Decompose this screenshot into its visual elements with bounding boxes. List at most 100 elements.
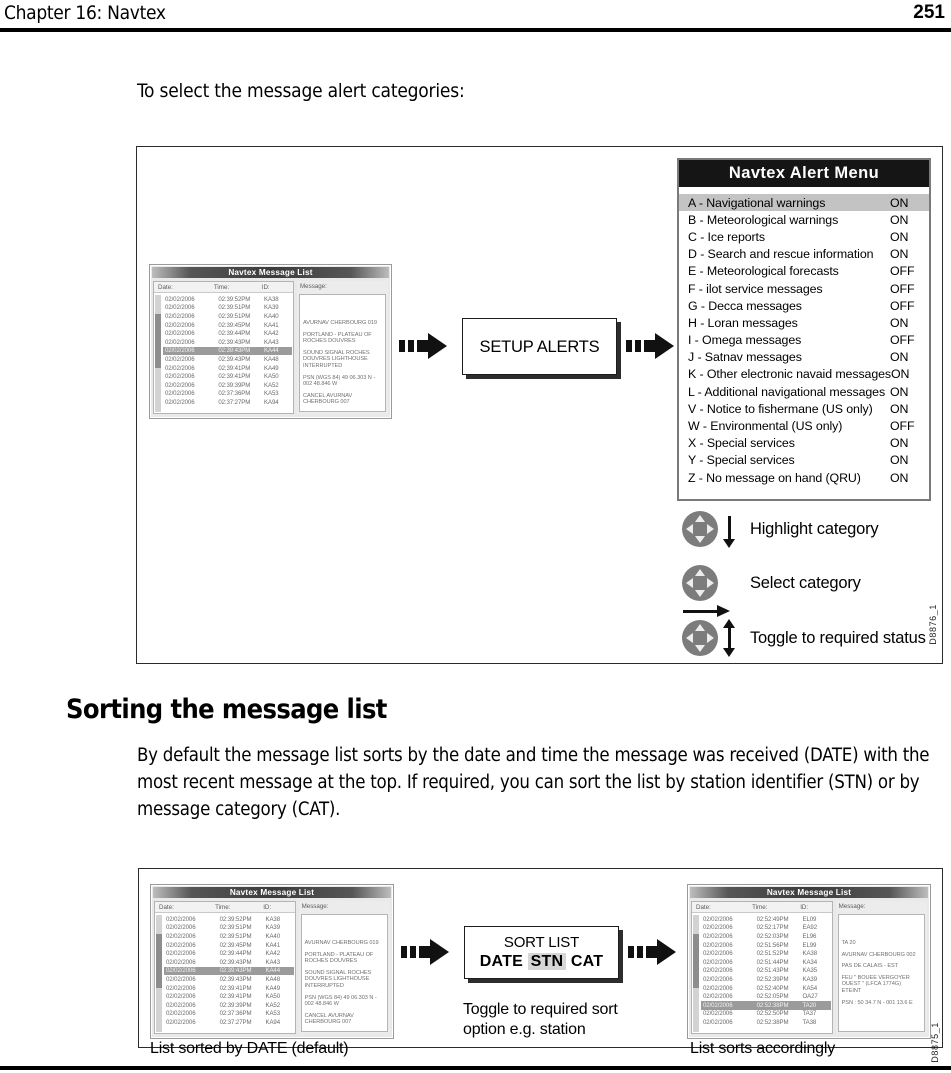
- alert-category-status[interactable]: ON: [890, 195, 909, 210]
- alert-category-status[interactable]: OFF: [890, 264, 915, 279]
- alert-category-status[interactable]: ON: [890, 247, 909, 262]
- alert-category-status[interactable]: ON: [890, 470, 909, 485]
- trackpad-icon-3[interactable]: [682, 620, 718, 656]
- scrollbar[interactable]: [155, 295, 161, 412]
- sort-list-options: DATE STN CAT: [465, 953, 618, 971]
- alert-category-status[interactable]: ON: [890, 350, 909, 365]
- alert-menu-row-16[interactable]: Z - No message on hand (QRU)ON: [679, 469, 929, 486]
- scrollbar-thumb[interactable]: [155, 313, 161, 368]
- sort-list-button[interactable]: SORT LIST DATE STN CAT: [464, 926, 619, 979]
- alert-category-status[interactable]: OFF: [890, 281, 915, 296]
- alert-category-status[interactable]: ON: [890, 315, 909, 330]
- sort-option-cat[interactable]: CAT: [570, 953, 604, 970]
- navtex-alert-menu[interactable]: Navtex Alert Menu A - Navigational warni…: [677, 158, 931, 501]
- scrollbar[interactable]: [156, 915, 162, 1032]
- alert-category-status[interactable]: OFF: [890, 298, 915, 313]
- cell-date: 02/02/2006: [703, 1010, 733, 1018]
- alert-category-label: E - Meteorological forecasts: [688, 264, 839, 279]
- alert-menu-row-13[interactable]: W - Environmental (US only)OFF: [679, 417, 929, 434]
- alert-category-status[interactable]: ON: [890, 384, 909, 399]
- cell-time: 02:39:43PM: [218, 338, 251, 346]
- cell-id: KA53: [265, 1010, 281, 1018]
- alert-category-status[interactable]: ON: [890, 229, 909, 244]
- alert-menu-row-12[interactable]: V - Notice to fishermane (US only)ON: [679, 400, 929, 417]
- message-body-line: CANCEL AVURNAV CHERBOURG 007: [303, 392, 353, 406]
- sort-option-stn[interactable]: STN: [527, 953, 567, 970]
- alert-category-status[interactable]: ON: [890, 401, 909, 416]
- alert-category-status[interactable]: OFF: [890, 419, 915, 434]
- cell-date: 02/02/2006: [165, 321, 195, 329]
- setup-alerts-button[interactable]: SETUP ALERTS: [462, 318, 617, 375]
- cell-date: 02/02/2006: [703, 967, 733, 975]
- scrollbar[interactable]: [693, 915, 699, 1032]
- alert-category-status[interactable]: ON: [891, 367, 910, 382]
- scrollbar-thumb[interactable]: [156, 933, 162, 988]
- scrollbar-thumb[interactable]: [693, 933, 699, 988]
- cell-time: 02:52:50PM: [756, 1010, 789, 1018]
- alert-menu-row-4[interactable]: E - Meteorological forecasts OFF: [679, 263, 929, 280]
- alert-category-status[interactable]: OFF: [890, 333, 915, 348]
- alert-category-status[interactable]: ON: [890, 212, 909, 227]
- trackpad-icon[interactable]: [682, 511, 718, 547]
- alert-category-status[interactable]: ON: [890, 436, 909, 451]
- trackpad-icon-2[interactable]: [682, 565, 718, 601]
- alert-category-status[interactable]: ON: [890, 453, 909, 468]
- sort-option-date[interactable]: DATE: [479, 953, 523, 970]
